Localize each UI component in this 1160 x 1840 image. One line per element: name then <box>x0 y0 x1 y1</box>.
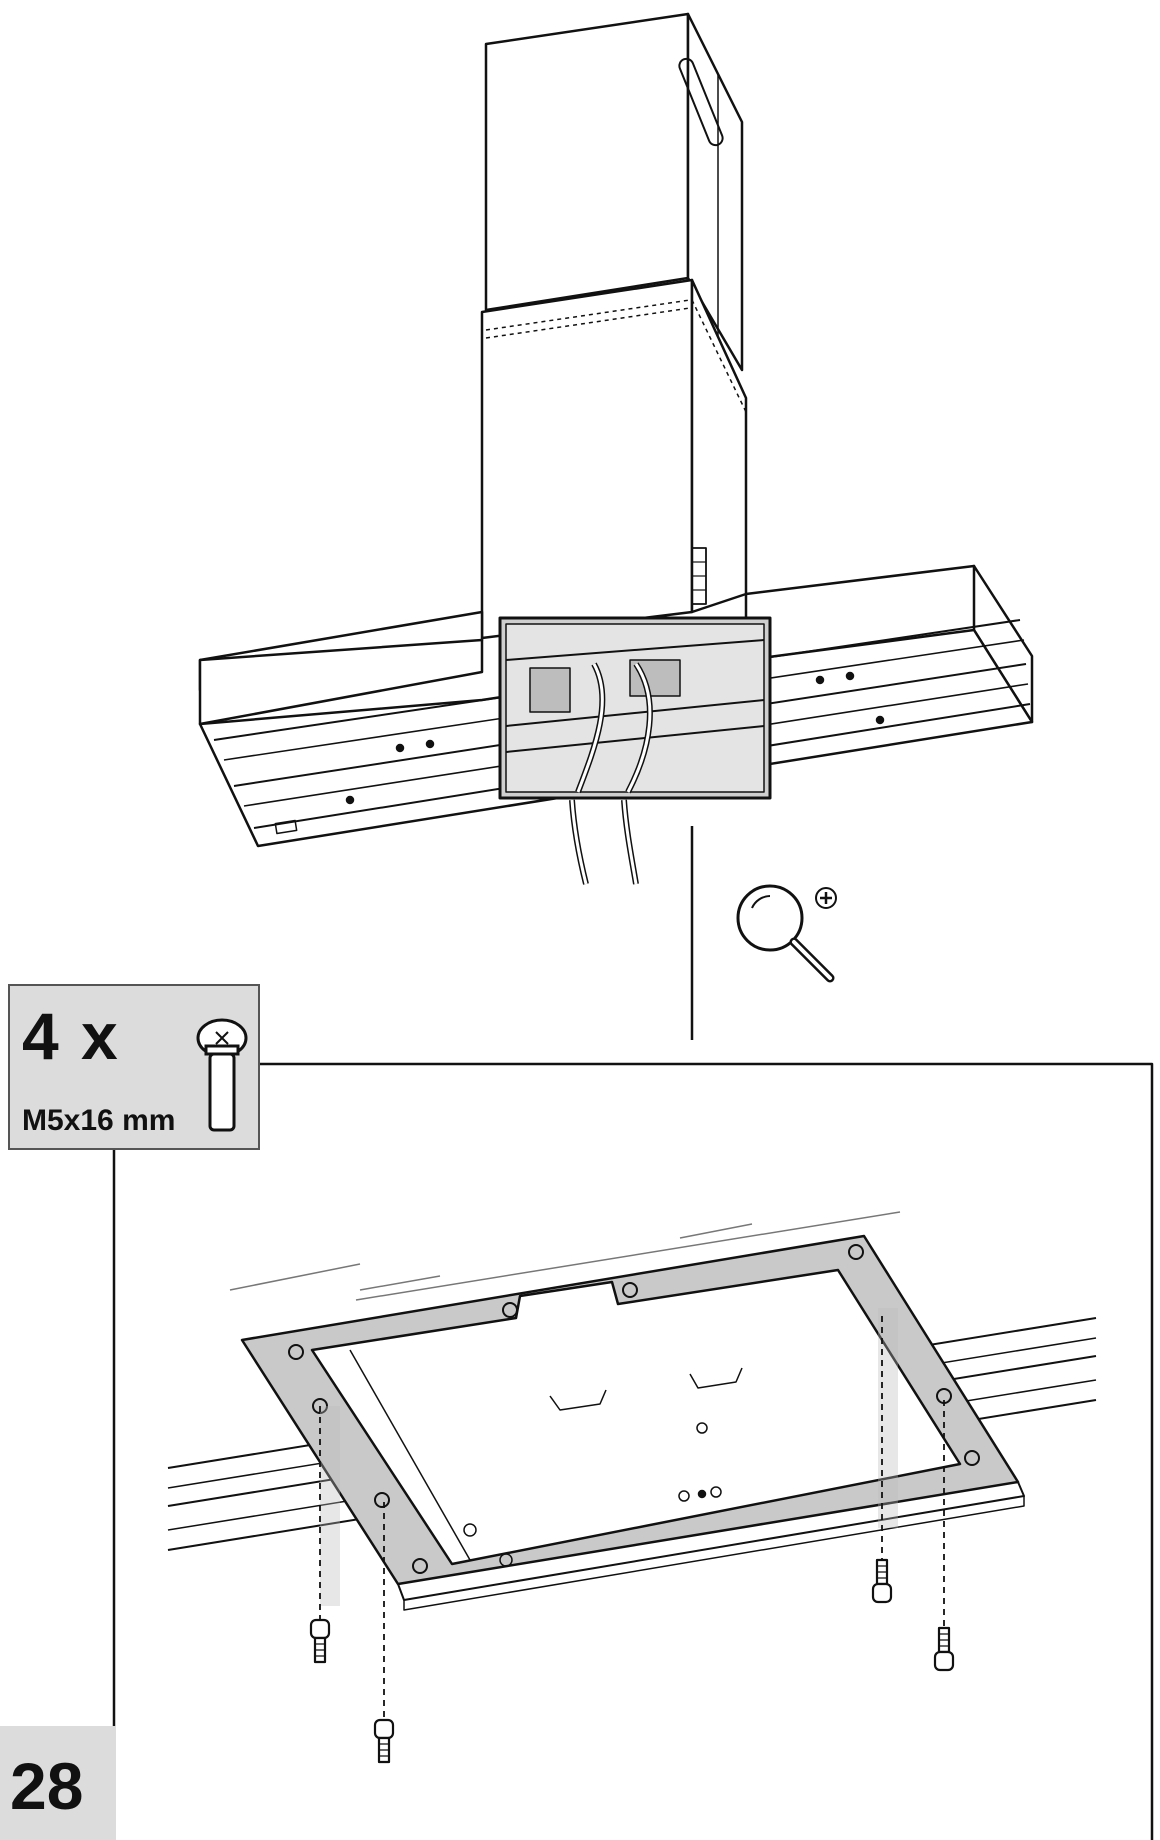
step-number: 28 <box>10 1749 84 1823</box>
screw-right <box>871 1558 893 1604</box>
screw-right-lower <box>933 1626 955 1672</box>
screw-quantity-callout: 4 x M5x16 mm <box>8 984 260 1150</box>
screw-size: M5x16 mm <box>22 1104 176 1137</box>
screw-left-lower <box>373 1718 395 1764</box>
upper-chimney <box>484 12 744 372</box>
zoom-inset <box>498 616 772 800</box>
screw-left <box>309 1618 331 1664</box>
screw-quantity: 4 x <box>22 999 120 1073</box>
detail-frame <box>112 1062 1154 1840</box>
magnifier-zoom-in-icon <box>736 884 837 983</box>
mounting-plate-detail <box>167 1211 1097 1611</box>
power-cables <box>569 799 639 885</box>
step-number-badge: 28 <box>0 1726 116 1840</box>
screw-guide-lines <box>319 1316 945 1720</box>
lower-chimney <box>480 278 748 640</box>
screw-icon <box>196 1018 248 1132</box>
